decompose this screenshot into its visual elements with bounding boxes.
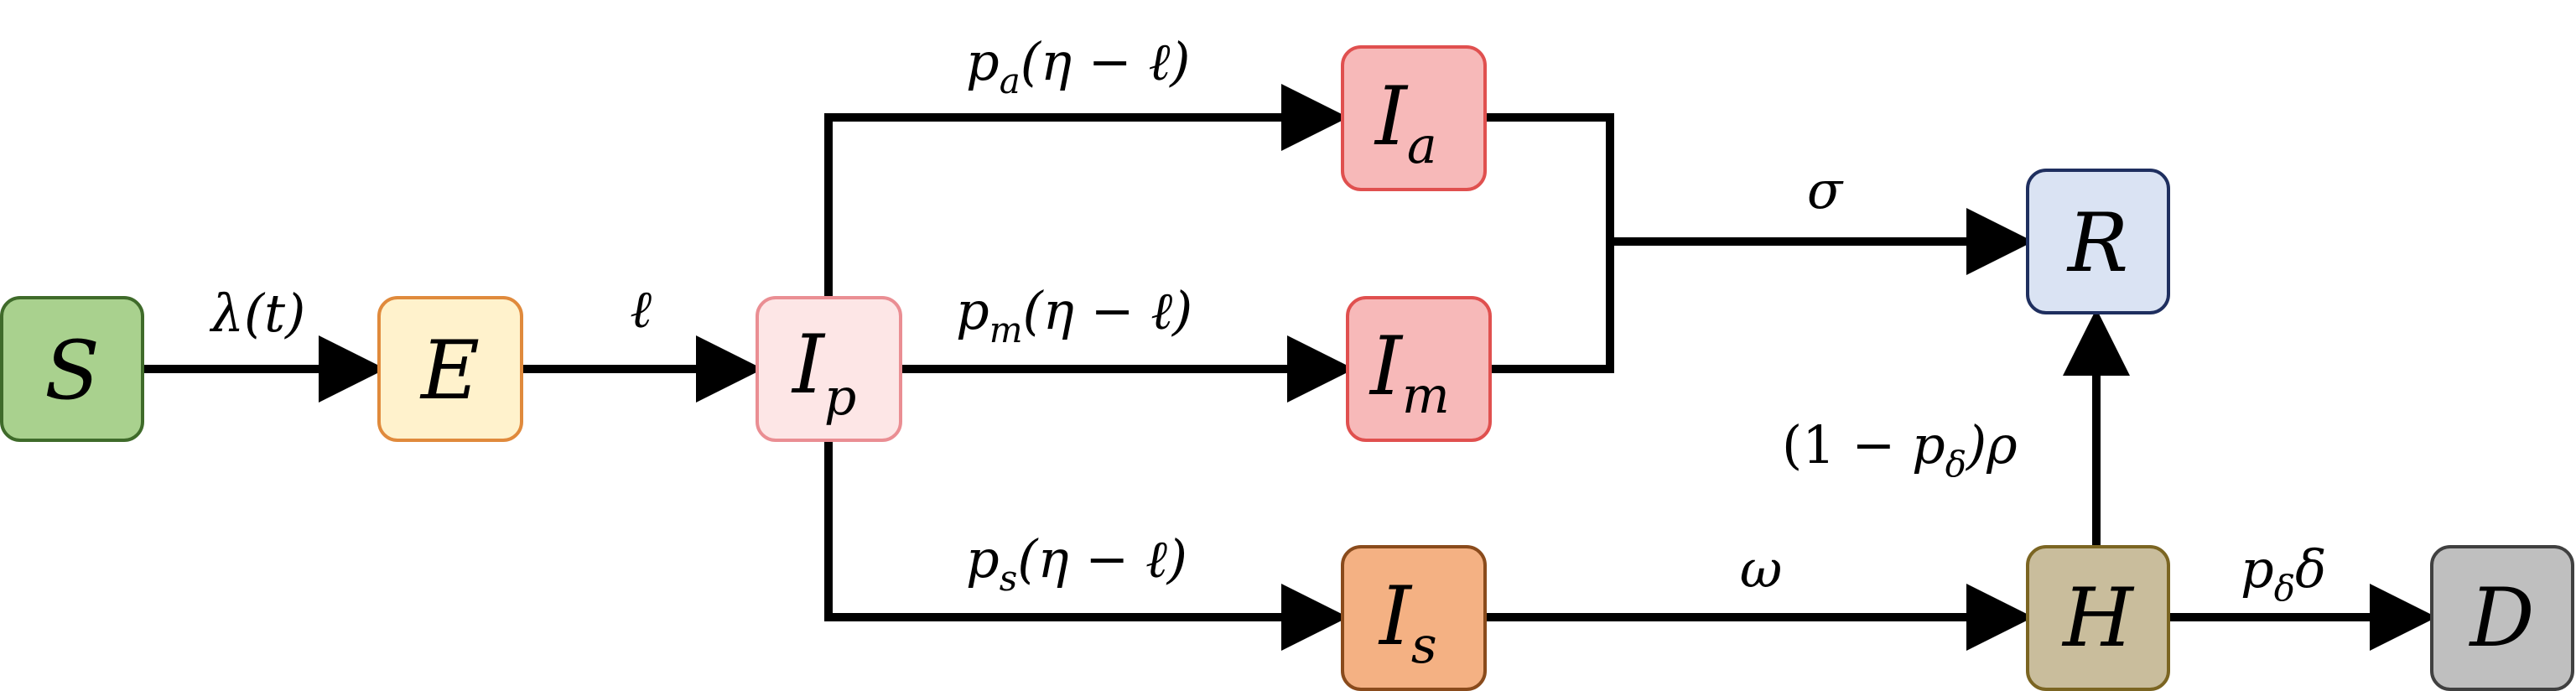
node-h-box (2028, 547, 2168, 689)
edge-ip-to-is (824, 440, 1348, 651)
node-ip-label: Ip (791, 318, 856, 427)
node-ip: Ip (756, 296, 902, 442)
node-e-border (377, 296, 523, 442)
node-e-label: E (419, 324, 480, 418)
edge-ip-to-ia (824, 84, 1348, 298)
node-ia-box (1343, 47, 1485, 190)
node-im-box (1348, 298, 1490, 440)
node-im-border (1346, 296, 1492, 442)
edge-ia-join (1485, 113, 1614, 373)
label-ps-rate: ps(η − ℓ) (966, 528, 1187, 599)
node-im: Im (1346, 296, 1492, 442)
node-s: S (0, 296, 144, 442)
node-ia-border (1341, 45, 1487, 191)
label-omega: ω (1740, 538, 1783, 600)
node-ip-box (757, 298, 901, 440)
label-recovery-rate: (1 − pδ)ρ (1782, 414, 2018, 485)
node-h-label: H (2061, 571, 2135, 665)
node-h-border (2026, 545, 2170, 691)
label-pa-rate: pa(η − ℓ) (966, 31, 1190, 101)
node-s-border (0, 296, 144, 442)
node-is-label: Is (1378, 569, 1437, 675)
node-r: R (2026, 169, 2170, 314)
node-is-border (1341, 545, 1487, 691)
node-ia: Ia (1341, 45, 1487, 191)
node-r-label: R (2066, 196, 2128, 290)
node-d-box (2432, 547, 2573, 689)
label-ell: ℓ (630, 278, 652, 340)
label-sigma: σ (1807, 159, 1844, 221)
node-d: D (2430, 545, 2574, 691)
node-s-box (2, 298, 143, 440)
node-ia-label: Ia (1374, 70, 1437, 175)
node-h: H (2026, 545, 2170, 691)
node-is: Is (1341, 545, 1487, 691)
node-r-border (2026, 169, 2170, 314)
label-pm-rate: pm(η − ℓ) (956, 280, 1192, 351)
node-s-label: S (44, 324, 100, 418)
node-is-box (1343, 547, 1485, 689)
node-d-label: D (2469, 571, 2535, 665)
node-e-box (379, 298, 522, 440)
node-e: E (377, 296, 523, 442)
label-death-rate: pδδ (2241, 538, 2326, 609)
node-d-border (2430, 545, 2574, 691)
label-lambda-t: λ(t) (209, 283, 306, 344)
node-r-box (2028, 170, 2168, 313)
node-ip-border (756, 296, 902, 442)
node-im-label: Im (1368, 320, 1450, 425)
